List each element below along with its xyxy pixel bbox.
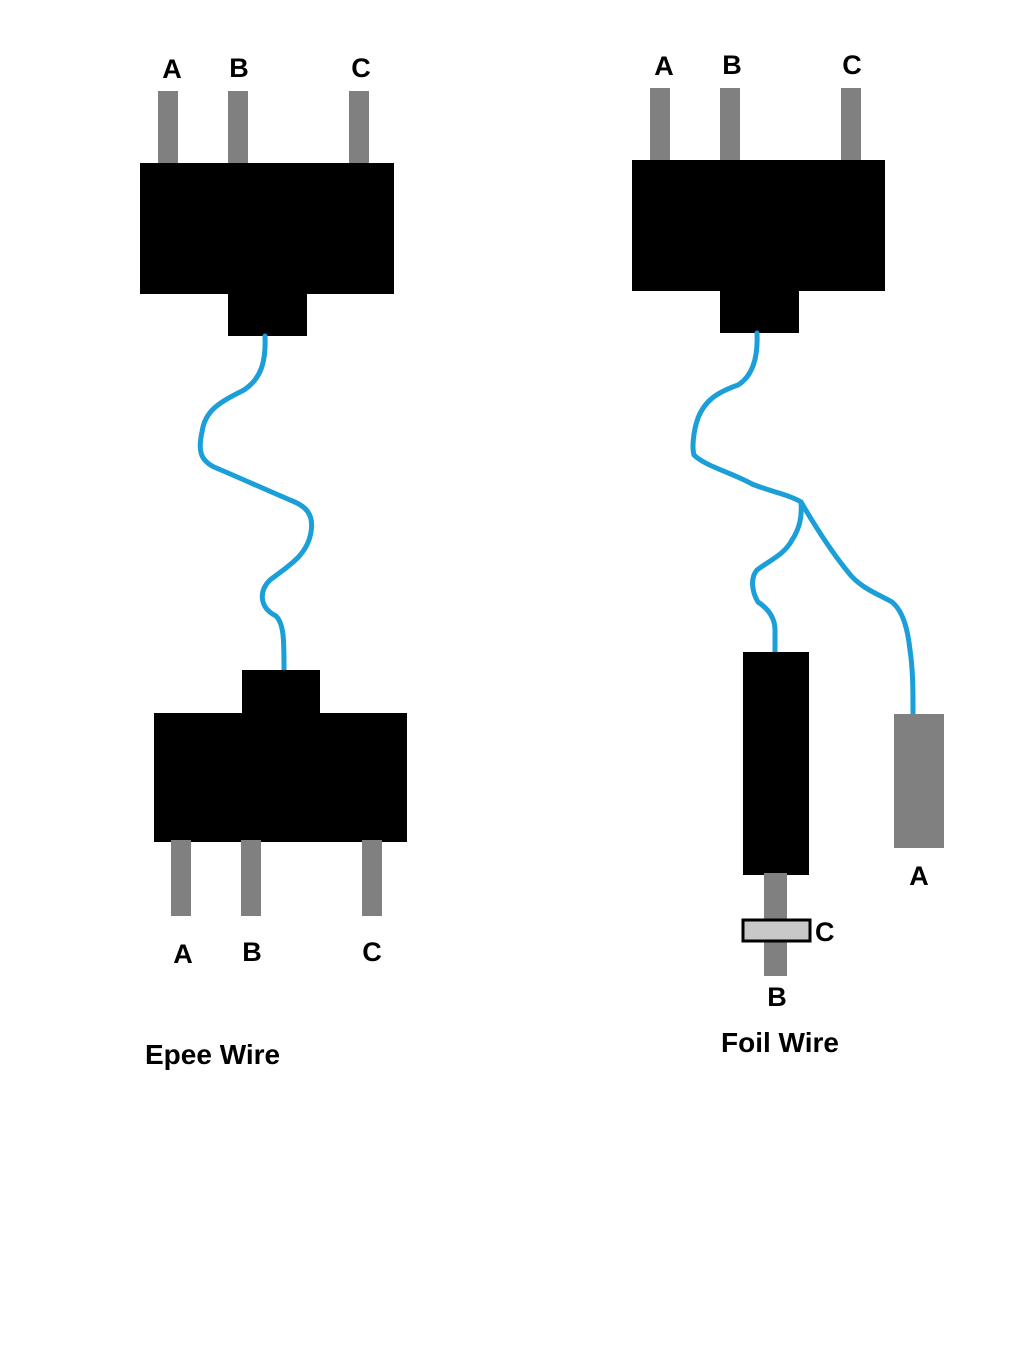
epee-bottom-connector-body <box>154 713 407 842</box>
foil-top-pin-c <box>841 88 861 162</box>
epee-top-connector-strain-relief <box>228 292 307 336</box>
foil-bayonet-collar <box>741 918 812 943</box>
epee-bottom-connector-strain-relief <box>242 670 320 715</box>
epee-bottom-pin-a <box>171 840 191 916</box>
epee-bottom-pin-b <box>241 840 261 916</box>
foil-bayonet-collar-label: C <box>815 917 835 947</box>
foil-lame-clip-label: A <box>909 861 929 891</box>
epee-top-pin-label-c: C <box>351 53 371 83</box>
foil-bayonet-tip-label: B <box>767 982 787 1012</box>
foil-top-pin-a <box>650 88 670 162</box>
epee-wire-title: Epee Wire <box>145 1039 280 1070</box>
epee-top-pin-c <box>349 91 369 165</box>
foil-top-connector-body <box>632 160 885 291</box>
foil-lame-clip: A <box>894 714 944 891</box>
epee-bottom-pin-label-a: A <box>173 939 193 969</box>
foil-cable-trunk <box>690 330 804 505</box>
epee-bottom-connector: A B C <box>154 670 407 969</box>
foil-top-connector-strain-relief <box>720 289 799 333</box>
foil-cable-branch-bayonet <box>750 499 804 656</box>
foil-bayonet-body <box>743 652 809 875</box>
foil-top-pin-label-c: C <box>842 50 862 80</box>
epee-top-connector: A B C <box>140 53 394 336</box>
epee-top-pin-b <box>228 91 248 165</box>
epee-wire-diagram: A B C A B C Epee Wire <box>140 53 407 1070</box>
epee-top-pin-label-a: A <box>162 54 182 84</box>
foil-top-pin-label-a: A <box>654 51 674 81</box>
foil-wire-diagram: A B C C B A Foil Wire <box>632 50 944 1058</box>
foil-top-pin-b <box>720 88 740 162</box>
epee-top-pin-label-b: B <box>229 53 249 83</box>
epee-bottom-pin-label-b: B <box>242 937 262 967</box>
foil-top-pin-label-b: B <box>722 50 742 80</box>
foil-cable-branch-lame-clip <box>798 499 916 717</box>
epee-bottom-pin-label-c: C <box>362 937 382 967</box>
epee-top-pin-a <box>158 91 178 165</box>
epee-cable <box>197 333 315 673</box>
foil-top-connector: A B C <box>632 50 885 333</box>
epee-bottom-pin-c <box>362 840 382 916</box>
epee-top-connector-body <box>140 163 394 294</box>
foil-lame-clip-body <box>894 714 944 848</box>
foil-wire-title: Foil Wire <box>721 1027 839 1058</box>
foil-bayonet-plug: C B <box>741 652 835 1012</box>
